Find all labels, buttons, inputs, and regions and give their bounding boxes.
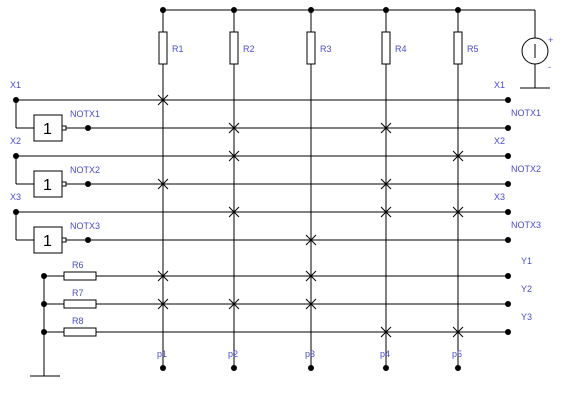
row-terminal-dot [505, 273, 511, 279]
crosspoint-mark [157, 270, 169, 282]
crosspoint-mark [305, 234, 317, 246]
inverter-gate [33, 170, 63, 198]
supply-minus-label: - [548, 62, 551, 72]
inverter-label: NOTX1 [70, 109, 100, 119]
inverter-bubble [61, 125, 67, 131]
column-resistor-label: R4 [395, 44, 407, 54]
ground-junction-dot [41, 301, 47, 307]
crosspoint-mark [228, 206, 240, 218]
column-output-label: p4 [380, 349, 390, 359]
left-resistor [63, 299, 97, 309]
column-resistor [381, 31, 391, 65]
crosspoint-mark [228, 150, 240, 162]
top-junction-dot [160, 7, 166, 13]
crosspoint-mark [157, 298, 169, 310]
column-output-label: p2 [228, 349, 238, 359]
column-resistor-label: R3 [320, 44, 332, 54]
column-terminal-dot [160, 365, 166, 371]
row-output-label: Y2 [521, 284, 532, 294]
row-terminal-dot [505, 97, 511, 103]
crosspoint-mark [305, 298, 317, 310]
row-terminal-dot [505, 125, 511, 131]
supply-plus-label: + [548, 35, 553, 45]
column-lines [160, 7, 461, 371]
row-lines [16, 97, 511, 335]
row-terminal-dot [505, 301, 511, 307]
left-resistor [63, 327, 97, 337]
labels: R1p1R2p2R3p3R4p4R5p5X1NOTX1X2NOTX2X3NOTX… [10, 44, 541, 359]
column-resistor [306, 31, 316, 65]
row-terminal-dot [505, 329, 511, 335]
crosspoints [157, 94, 464, 338]
crosspoint-mark [380, 326, 392, 338]
crosspoint-mark [157, 178, 169, 190]
crosspoint-mark [157, 94, 169, 106]
inverter-output-dot [85, 181, 91, 187]
column-output-label: p3 [305, 349, 315, 359]
row-output-label: Y1 [521, 256, 532, 266]
crosspoint-mark [305, 270, 317, 282]
column-terminal-dot [308, 365, 314, 371]
crosspoint-mark [228, 298, 240, 310]
crosspoint-mark [228, 122, 240, 134]
crosspoint-mark [380, 122, 392, 134]
resistors [41, 31, 463, 337]
inverter-bubble [61, 237, 67, 243]
left-resistor-label: R6 [72, 260, 84, 270]
column-resistor-label: R5 [467, 44, 479, 54]
row-terminal-dot [505, 181, 511, 187]
inverter-symbol: 1 [43, 121, 52, 138]
inverter-output-dot [85, 237, 91, 243]
column-resistor-label: R2 [243, 44, 255, 54]
crosspoint-mark [380, 206, 392, 218]
row-output-label: NOTX3 [511, 220, 541, 230]
crosspoint-mark [452, 206, 464, 218]
row-output-label: Y3 [521, 312, 532, 322]
column-output-label: p5 [452, 349, 462, 359]
row-output-label: NOTX2 [511, 164, 541, 174]
column-resistor [158, 31, 168, 65]
top-junction-dot [231, 7, 237, 13]
row-output-label: X2 [494, 136, 505, 146]
left-resistor-label: R8 [72, 316, 84, 326]
ground-junction-dot [41, 329, 47, 335]
column-resistor-label: R1 [172, 44, 184, 54]
row-terminal-dot [505, 209, 511, 215]
inverter-symbol: 1 [43, 233, 52, 250]
inverter-label: NOTX3 [70, 221, 100, 231]
column-resistor [229, 31, 239, 65]
left-resistor-label: R7 [72, 288, 84, 298]
column-output-label: p1 [157, 349, 167, 359]
top-junction-dot [308, 7, 314, 13]
input-label: X1 [10, 80, 21, 90]
top-junction-dot [455, 7, 461, 13]
inverter-label: NOTX2 [70, 165, 100, 175]
column-terminal-dot [231, 365, 237, 371]
inverter-output-dot [85, 125, 91, 131]
input-label: X3 [10, 192, 21, 202]
inverter-bubble [61, 181, 67, 187]
input-label: X2 [10, 136, 21, 146]
column-terminal-dot [383, 365, 389, 371]
row-output-label: NOTX1 [511, 108, 541, 118]
crosspoint-mark [452, 326, 464, 338]
top-junction-dot [383, 7, 389, 13]
crosspoint-mark [452, 150, 464, 162]
column-resistor [453, 31, 463, 65]
row-terminal-dot [505, 237, 511, 243]
ground-junction-dot [41, 273, 47, 279]
crosspoint-mark [380, 178, 392, 190]
row-output-label: X1 [494, 80, 505, 90]
column-terminal-dot [455, 365, 461, 371]
row-terminal-dot [505, 153, 511, 159]
inverter-symbol: 1 [43, 177, 52, 194]
inverter-gate [33, 114, 63, 142]
inverters: 1 1 1 [13, 97, 91, 254]
left-resistor [63, 271, 97, 281]
row-output-label: X3 [494, 192, 505, 202]
